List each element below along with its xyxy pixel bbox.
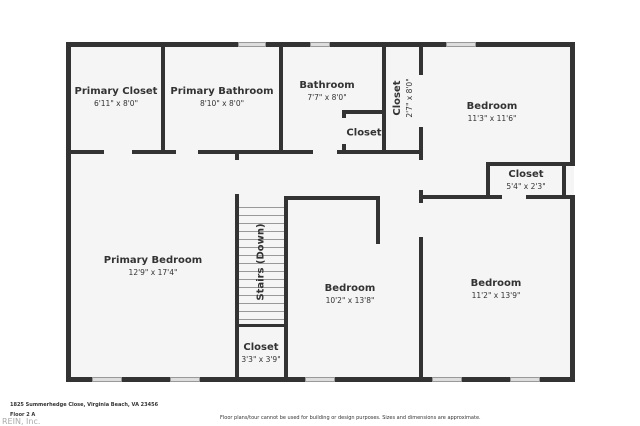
room-name: Bathroom	[299, 80, 355, 91]
room-name: Bedroom	[466, 101, 518, 112]
wall	[66, 42, 71, 382]
wall	[486, 162, 490, 198]
room-name: Closet	[392, 80, 403, 116]
address: 1825 Summerhedge Close, Virginia Beach, …	[10, 402, 159, 408]
window	[170, 377, 200, 382]
wall	[562, 162, 566, 198]
wall	[382, 42, 386, 154]
stairs-graphic	[239, 200, 284, 324]
wall	[279, 42, 283, 154]
room-dims: 10'2" x 13'8"	[325, 296, 375, 305]
doorway	[419, 75, 423, 127]
watermark: REIN, Inc.	[2, 417, 41, 426]
doorway	[502, 195, 526, 199]
room-bathroom-closet: Closet	[346, 128, 381, 139]
doorway	[419, 203, 423, 237]
window	[446, 42, 476, 47]
room-name: Closet	[243, 342, 279, 353]
doorway	[176, 150, 198, 154]
wall	[376, 196, 380, 244]
room-name: Primary Bathroom	[170, 86, 274, 97]
doorway	[313, 150, 337, 154]
doorway	[419, 160, 423, 190]
doorway	[342, 118, 346, 144]
room-bedroom-southeast: Bedroom 11'2" x 13'9"	[471, 278, 522, 300]
window	[310, 42, 330, 47]
wall	[284, 196, 288, 382]
room-dims: 2'7" x 8'0"	[405, 78, 414, 118]
wall	[421, 195, 575, 199]
room-primary-bathroom: Primary Bathroom 8'10" x 8'0"	[170, 86, 273, 108]
window	[510, 377, 540, 382]
floor-plan-background	[66, 43, 574, 381]
window	[432, 377, 462, 382]
doorway	[104, 150, 132, 154]
window	[305, 377, 335, 382]
wall	[486, 162, 575, 166]
room-dims: 3'3" x 3'9"	[241, 355, 281, 364]
wall	[235, 152, 239, 382]
room-dims: 11'3" x 11'6"	[467, 114, 517, 123]
wall	[237, 324, 286, 327]
room-name: Primary Closet	[74, 86, 158, 97]
room-dims: 7'7" x 8'0"	[307, 93, 347, 102]
room-primary-closet: Primary Closet 6'11" x 8'0"	[75, 86, 158, 108]
room-dims: 11'2" x 13'9"	[471, 291, 521, 300]
room-dims: 5'4" x 2'3"	[506, 182, 546, 191]
room-name: Closet	[346, 127, 382, 139]
room-bedroom-middle: Bedroom 10'2" x 13'8"	[325, 283, 376, 305]
wall	[284, 196, 380, 200]
room-dims: 8'10" x 8'0"	[199, 99, 245, 108]
wall	[342, 110, 384, 114]
doorway	[235, 160, 239, 194]
room-name: Bedroom	[324, 283, 376, 294]
window	[238, 42, 266, 47]
disclaimer: Floor plans/tour cannot be used for buil…	[220, 415, 481, 421]
wall	[161, 42, 165, 154]
room-bathroom: Bathroom 7'7" x 8'0"	[299, 80, 354, 102]
room-dims: 6'11" x 8'0"	[93, 99, 139, 108]
window	[92, 377, 122, 382]
room-name: Stairs (Down)	[255, 223, 267, 301]
room-name: Closet	[508, 169, 544, 180]
floor-label: Floor 2 A	[10, 412, 36, 418]
room-bedroom-northeast: Bedroom 11'3" x 11'6"	[467, 101, 518, 123]
wall	[570, 42, 575, 166]
room-bedroom-closet: Closet 5'4" x 2'3"	[506, 169, 545, 191]
room-name: Primary Bedroom	[103, 255, 203, 266]
wall	[66, 150, 422, 154]
room-name: Bedroom	[470, 278, 522, 289]
room-dims: 12'9" x 17'4"	[128, 268, 178, 277]
room-stair-closet: Closet 3'3" x 3'9"	[241, 342, 280, 364]
stairs-label: Stairs (Down)	[256, 223, 267, 300]
room-primary-bedroom: Primary Bedroom 12'9" x 17'4"	[104, 255, 202, 277]
wall	[570, 196, 575, 382]
